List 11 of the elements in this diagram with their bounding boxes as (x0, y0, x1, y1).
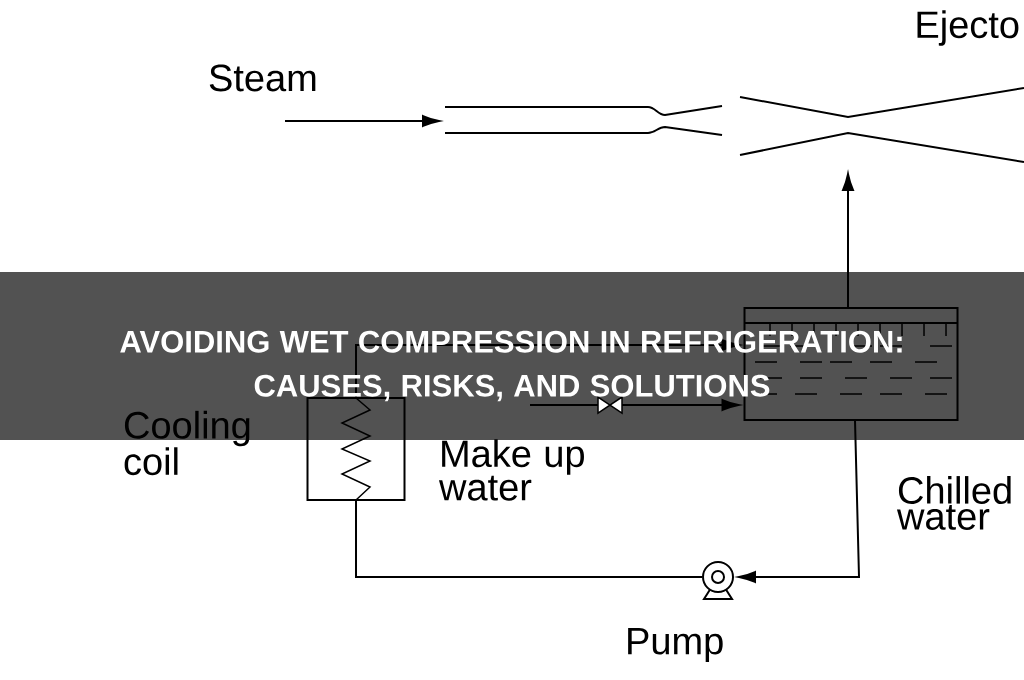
edge-label: Make up water (438, 439, 584, 501)
arrow (529, 399, 740, 411)
title: AVOIDING WET COMPRESSION IN REFRIGERATION: CAUSES, RISKS, AND SOLUTIONS (120, 330, 902, 402)
ejector-drawing: Ejecto (739, 10, 1024, 163)
pump-symbol (702, 561, 734, 600)
component-label: Pump (628, 628, 723, 663)
component-label: Cooling coil (124, 410, 250, 476)
nozzle-drawing (444, 105, 723, 136)
edge-label: Steam (209, 64, 316, 92)
arrow (355, 339, 740, 398)
edge-label: Chilled water (896, 476, 1011, 530)
